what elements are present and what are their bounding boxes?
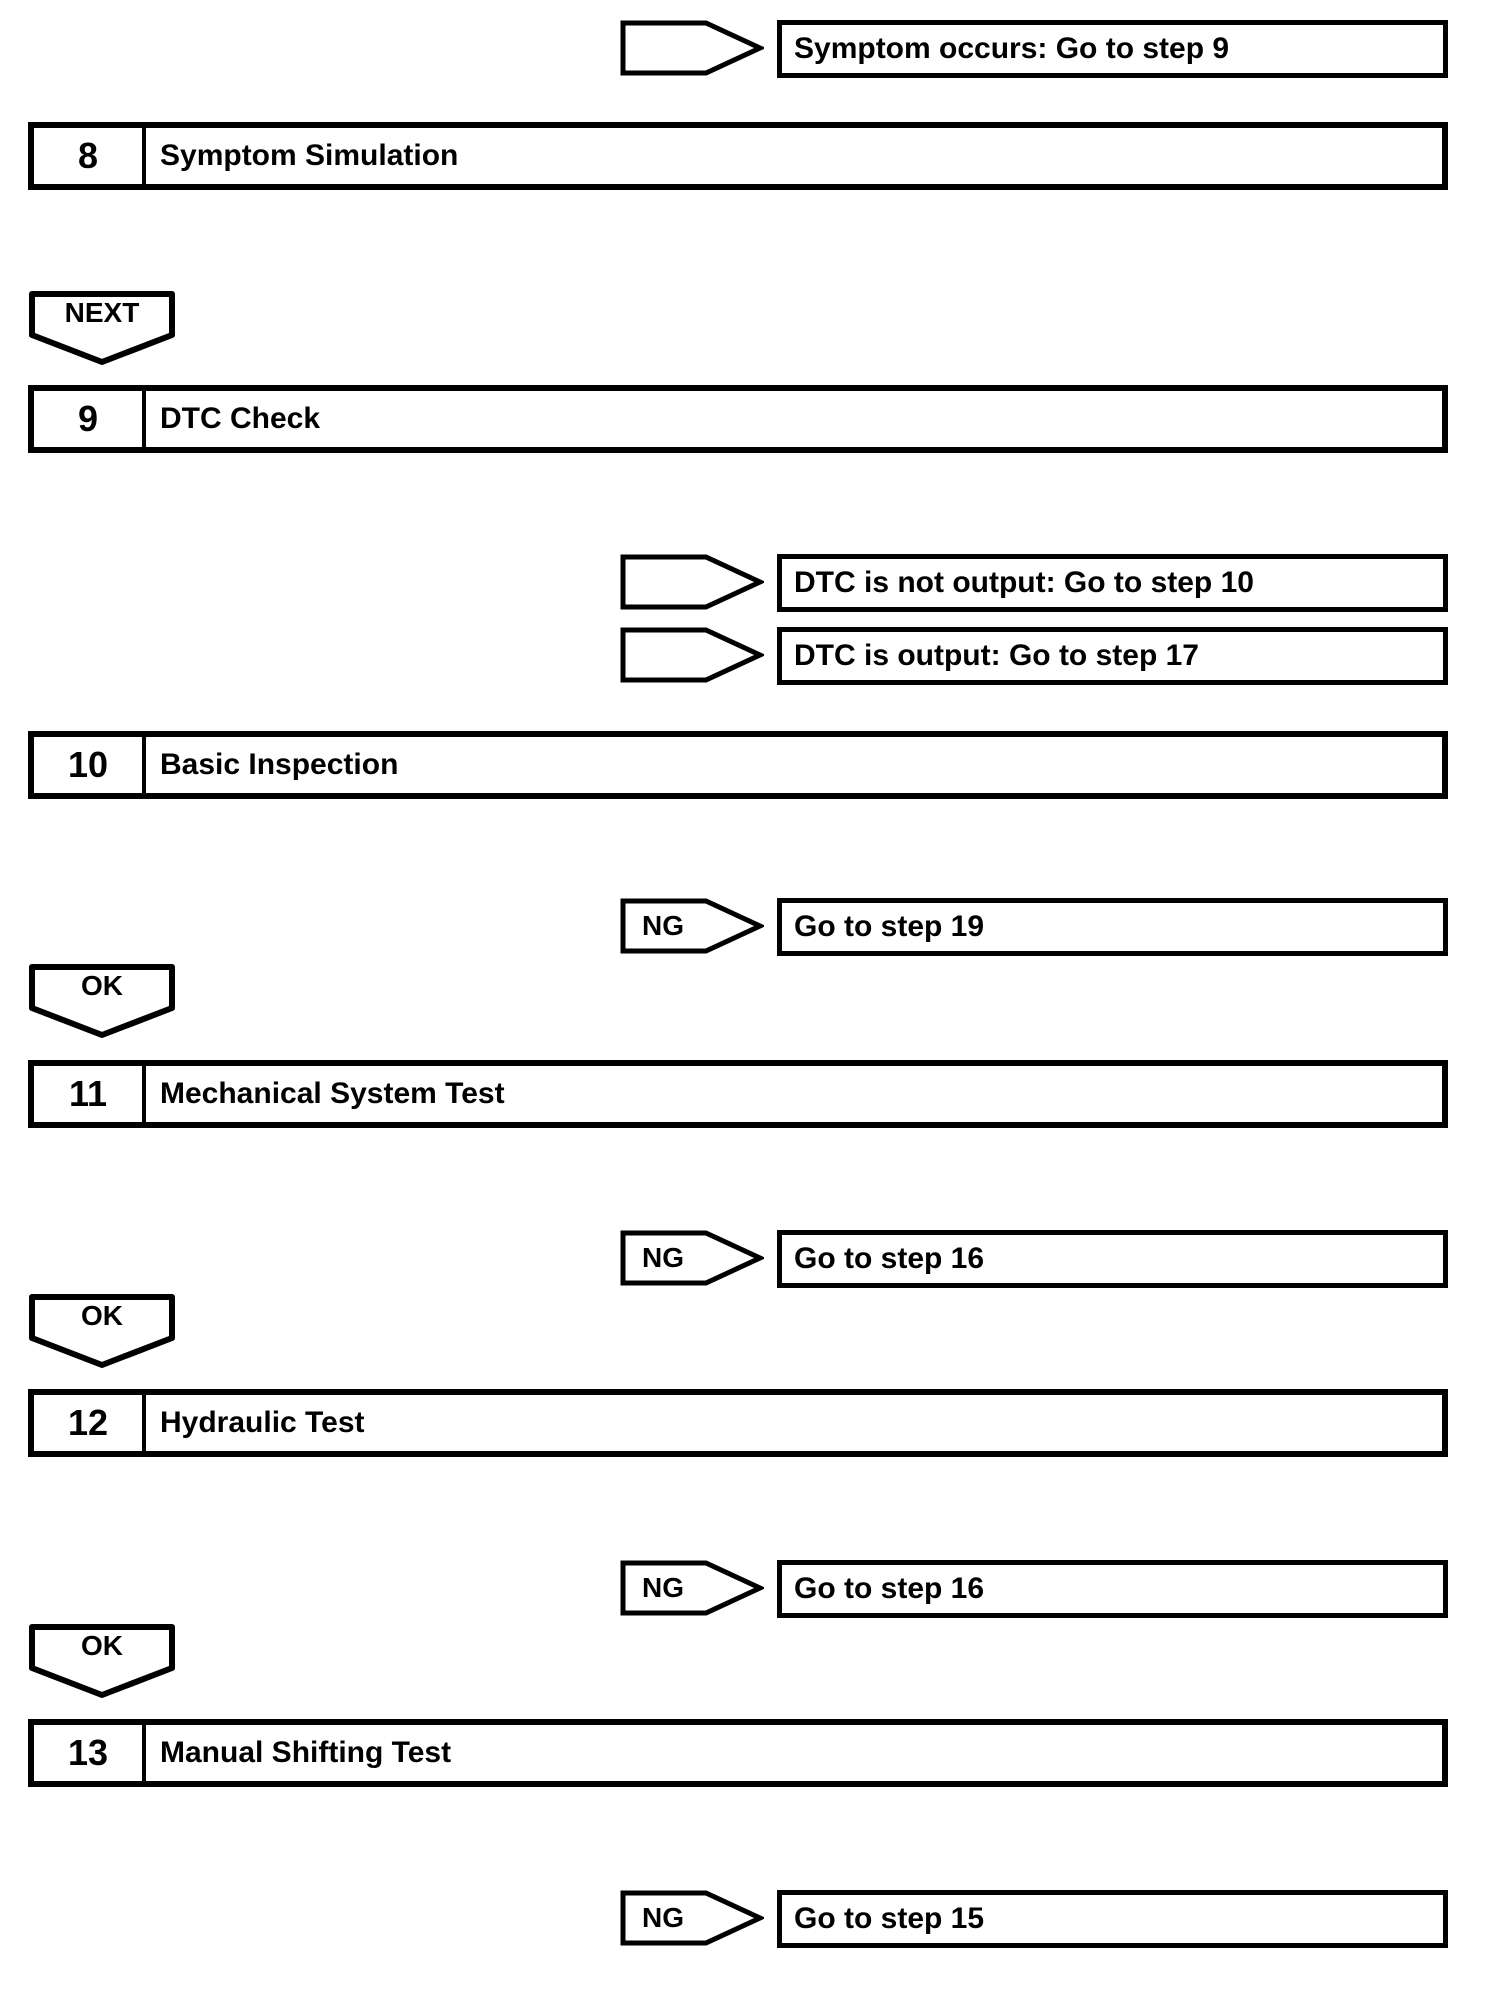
result-box: Go to step 15 bbox=[777, 1890, 1448, 1948]
step-title: Manual Shifting Test bbox=[160, 1736, 452, 1769]
next-connector: NEXT bbox=[28, 290, 176, 366]
result-box: DTC is output: Go to step 17 bbox=[777, 627, 1448, 685]
result-text: Go to step 16 bbox=[794, 1572, 985, 1605]
step-box-13: 13 Manual Shifting Test bbox=[28, 1719, 1448, 1787]
result-box: Go to step 16 bbox=[777, 1230, 1448, 1288]
step-number: 11 bbox=[34, 1066, 146, 1122]
step-title: DTC Check bbox=[160, 402, 321, 435]
connector-label: OK bbox=[81, 970, 123, 1001]
arrow-label: NG bbox=[642, 1242, 684, 1273]
step-title: Basic Inspection bbox=[160, 748, 399, 781]
arrow-label: NG bbox=[642, 1902, 684, 1933]
right-arrow-icon bbox=[620, 554, 764, 610]
connector-label: OK bbox=[81, 1300, 123, 1331]
result-text: DTC is not output: Go to step 10 bbox=[794, 566, 1254, 599]
result-text: Go to step 16 bbox=[794, 1242, 985, 1275]
step-box-10: 10 Basic Inspection bbox=[28, 731, 1448, 799]
ng-arrow-icon: NG bbox=[620, 1560, 764, 1616]
ok-connector: OK bbox=[28, 963, 176, 1039]
arrow-label: NG bbox=[642, 1572, 684, 1603]
step-number: 12 bbox=[34, 1395, 146, 1451]
step-title: Hydraulic Test bbox=[160, 1406, 365, 1439]
step-box-12: 12 Hydraulic Test bbox=[28, 1389, 1448, 1457]
result-box: Symptom occurs: Go to step 9 bbox=[777, 20, 1448, 78]
connector-label: OK bbox=[81, 1630, 123, 1661]
result-box: Go to step 19 bbox=[777, 898, 1448, 956]
right-arrow-icon bbox=[620, 20, 764, 76]
ng-arrow-icon: NG bbox=[620, 1890, 764, 1946]
step-number: 9 bbox=[34, 391, 146, 447]
ok-connector: OK bbox=[28, 1623, 176, 1699]
ng-arrow-icon: NG bbox=[620, 1230, 764, 1286]
ng-arrow-icon: NG bbox=[620, 898, 764, 954]
step-box-8: 8 Symptom Simulation bbox=[28, 122, 1448, 190]
result-text: Symptom occurs: Go to step 9 bbox=[794, 32, 1230, 65]
step-box-11: 11 Mechanical System Test bbox=[28, 1060, 1448, 1128]
step-number: 10 bbox=[34, 737, 146, 793]
step-title: Symptom Simulation bbox=[160, 139, 459, 172]
arrow-label: NG bbox=[642, 910, 684, 941]
right-arrow-icon bbox=[620, 627, 764, 683]
step-title: Mechanical System Test bbox=[160, 1077, 505, 1110]
result-text: DTC is output: Go to step 17 bbox=[794, 639, 1199, 672]
result-box: DTC is not output: Go to step 10 bbox=[777, 554, 1448, 612]
step-box-9: 9 DTC Check bbox=[28, 385, 1448, 453]
step-number: 8 bbox=[34, 128, 146, 184]
step-number: 13 bbox=[34, 1725, 146, 1781]
result-box: Go to step 16 bbox=[777, 1560, 1448, 1618]
result-text: Go to step 19 bbox=[794, 910, 985, 943]
arrow-label bbox=[620, 627, 706, 683]
arrow-label bbox=[620, 20, 706, 76]
connector-label: NEXT bbox=[64, 297, 140, 328]
result-text: Go to step 15 bbox=[794, 1902, 985, 1935]
arrow-label bbox=[620, 554, 706, 610]
ok-connector: OK bbox=[28, 1293, 176, 1369]
